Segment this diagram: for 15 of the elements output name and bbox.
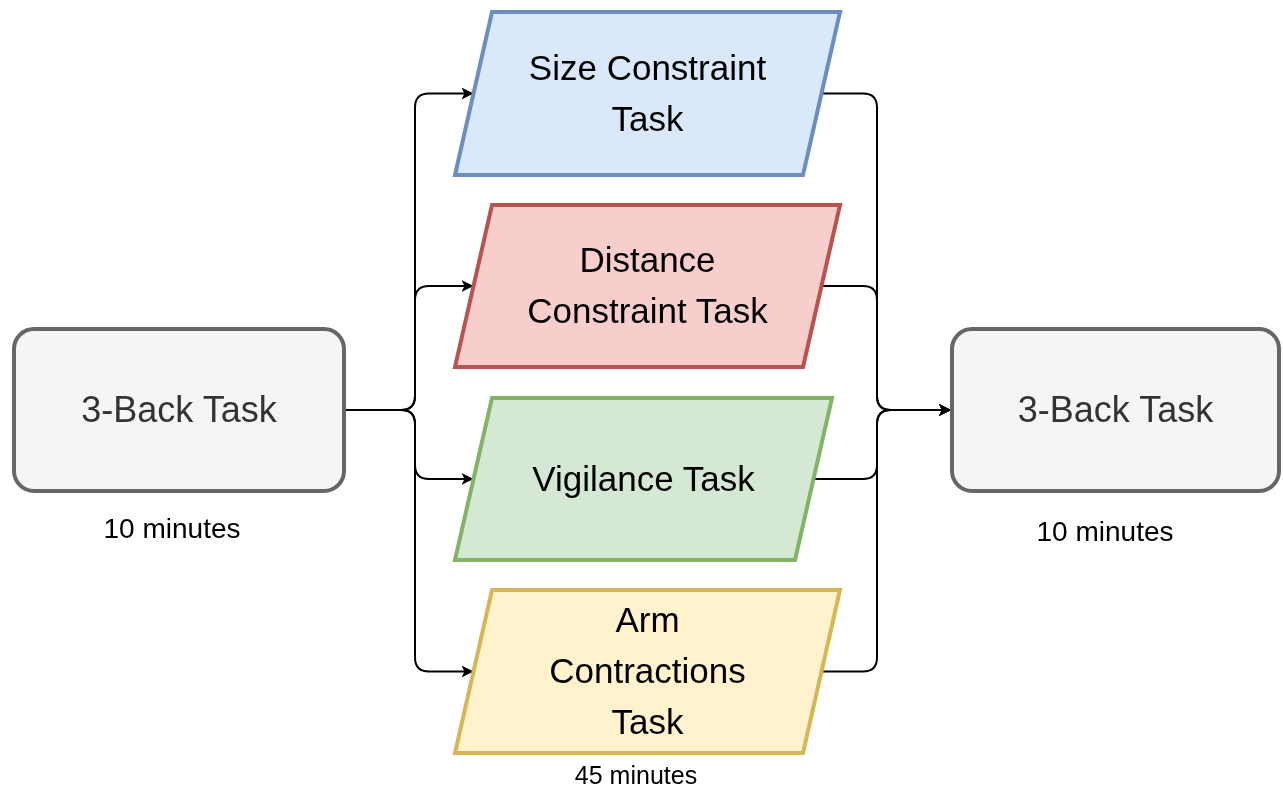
task-box <box>950 327 1281 493</box>
duration-label: 10 minutes <box>103 513 241 545</box>
task-box <box>12 327 346 493</box>
node-label: Distance Constraint Task <box>526 239 769 332</box>
node-label: 3-Back Task <box>1016 387 1215 432</box>
task-parallelogram <box>453 203 842 369</box>
task-parallelogram <box>453 588 842 755</box>
node-label: Vigilance Task <box>531 457 756 500</box>
task-parallelogram <box>453 10 842 177</box>
node-label: Size Constraint Task <box>527 46 768 140</box>
task-parallelogram <box>453 396 834 562</box>
duration-label: 10 minutes <box>1036 516 1174 548</box>
duration-label: 45 minutes <box>574 761 698 790</box>
node-label: Arm Contractions Task <box>548 599 747 743</box>
node-label: 3-Back Task <box>80 387 278 432</box>
